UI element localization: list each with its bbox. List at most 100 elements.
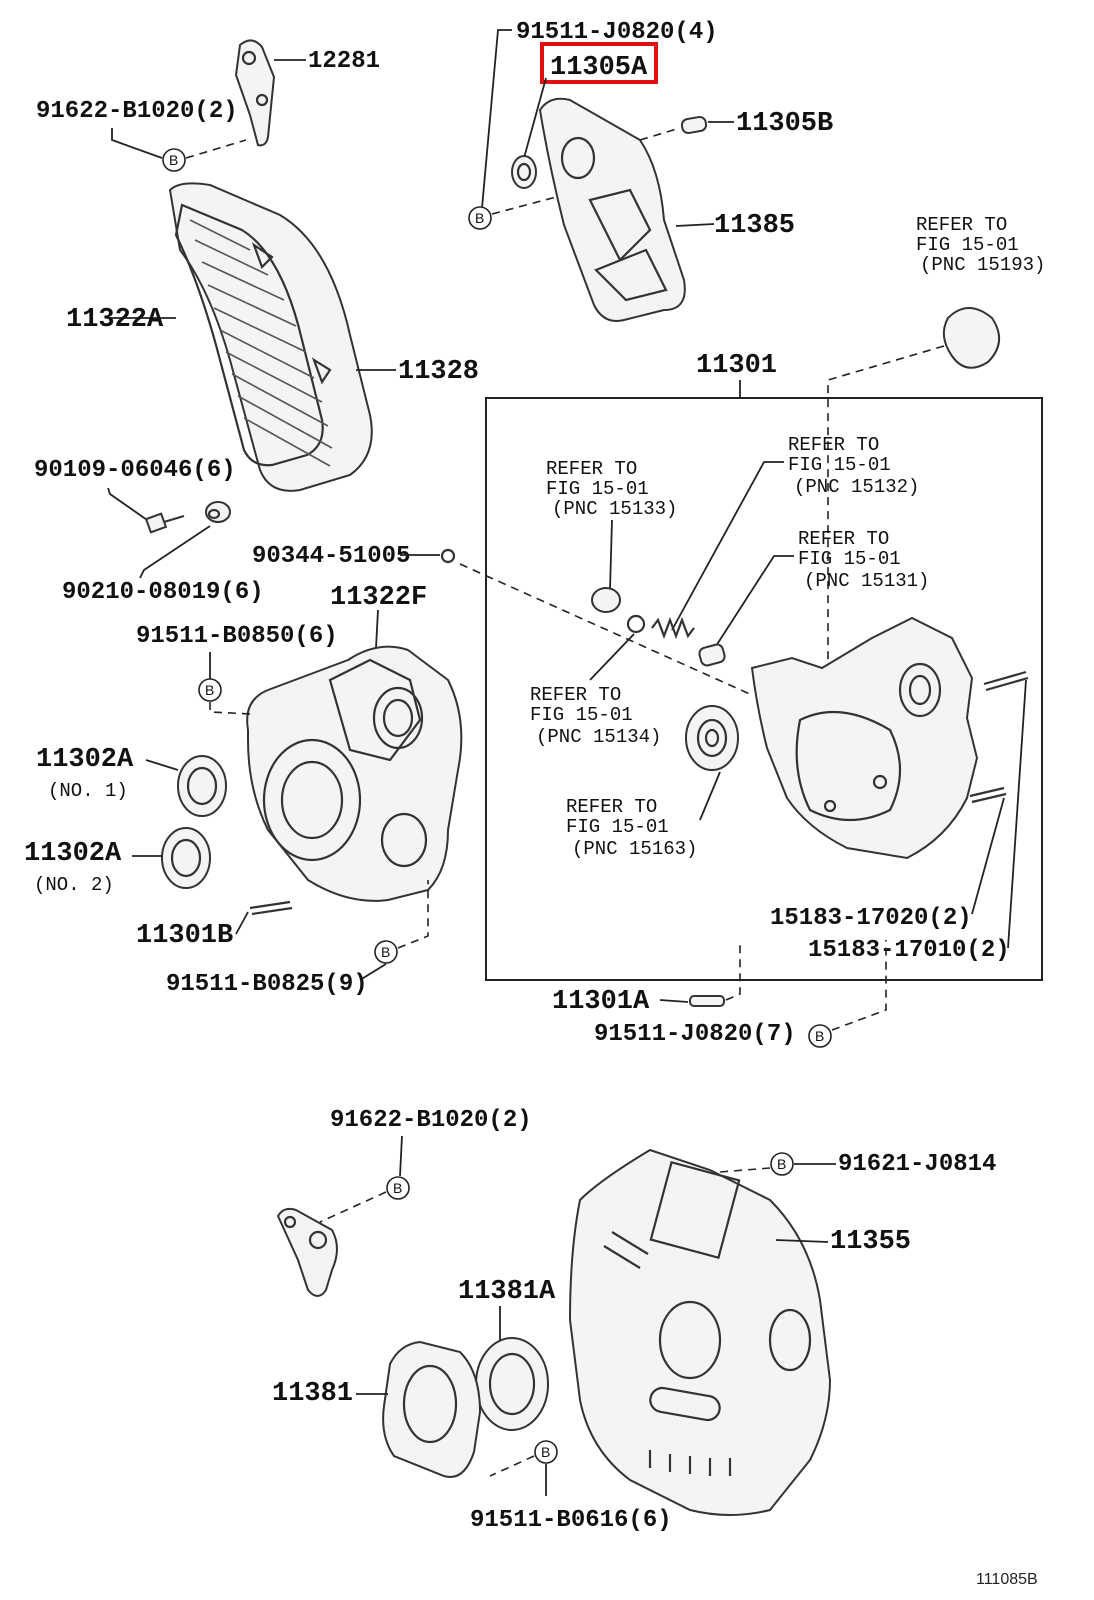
bracket-12281-drawing xyxy=(234,39,276,147)
svg-text:B: B xyxy=(475,210,484,226)
ref-15133-line2: FIG 15-01 xyxy=(546,478,649,500)
pin-11301a-drawing xyxy=(689,995,725,1007)
ref-15133-line1: REFER TO xyxy=(546,458,637,480)
ref-15132-line3: (PNC 15132) xyxy=(794,476,919,498)
label-11302a-1[interactable]: 11302A xyxy=(36,745,134,775)
ref-15193-line2: FIG 15-01 xyxy=(916,234,1019,256)
leader-15183-17010 xyxy=(1007,679,1027,949)
label-11302a-2-sub: (NO. 2) xyxy=(34,874,114,896)
oil-seal-no1-drawing xyxy=(177,755,227,817)
label-90344[interactable]: 90344-51005 xyxy=(252,543,410,570)
pin-11301b-drawing xyxy=(249,900,293,916)
label-11302a-1-sub: (NO. 1) xyxy=(48,780,128,802)
leader-15132 xyxy=(671,461,784,631)
leader-15163 xyxy=(699,771,721,821)
bolt-marker-b: B xyxy=(386,1176,410,1200)
cover-11385-drawing xyxy=(538,97,686,322)
retainer-11381-drawing xyxy=(382,1340,482,1478)
dash-91511-b0850 xyxy=(209,702,253,715)
label-91511-b0850[interactable]: 91511-B0850(6) xyxy=(136,623,338,650)
ref-15134-line2: FIG 15-01 xyxy=(530,704,633,726)
label-91622-b1020-bot[interactable]: 91622-B1020(2) xyxy=(330,1107,532,1134)
valve-15131-drawing xyxy=(698,643,726,667)
label-11381a[interactable]: 11381A xyxy=(458,1277,556,1307)
end-plate-11355-drawing xyxy=(568,1148,832,1516)
leader-15131 xyxy=(715,555,794,647)
dash-11305b xyxy=(639,127,681,141)
dash-91622-bot xyxy=(319,1191,387,1223)
ref-15131-line1: REFER TO xyxy=(798,528,889,550)
timing-cover-11322a-drawing xyxy=(168,182,373,492)
leader-91511-b0825 xyxy=(359,963,387,981)
leader-91622-bot xyxy=(399,1135,403,1177)
svg-text:B: B xyxy=(169,152,178,168)
plug-90344-drawing xyxy=(440,548,456,564)
label-11381[interactable]: 11381 xyxy=(272,1379,353,1409)
gasket-15193-drawing xyxy=(942,307,1000,369)
label-11305a[interactable]: 11305A xyxy=(550,53,648,83)
leader-11385 xyxy=(675,223,715,227)
label-11328[interactable]: 11328 xyxy=(398,357,479,387)
dash-11301a xyxy=(725,940,741,1001)
bolt-marker-b: B xyxy=(374,940,398,964)
ref-15131-line3: (PNC 15131) xyxy=(804,570,929,592)
dash-90344 xyxy=(459,563,753,696)
oil-seal-no2-drawing xyxy=(161,827,211,889)
leader-15183-17020 xyxy=(971,797,1005,915)
leader-15133 xyxy=(609,519,613,591)
label-91511-b0616[interactable]: 91511-B0616(6) xyxy=(470,1507,672,1534)
dash-91511-j0820-7 xyxy=(831,940,887,1031)
timing-case-11301-drawing xyxy=(750,616,979,860)
bolt-marker-b: B xyxy=(468,206,492,230)
ref-15163-line2: FIG 15-01 xyxy=(566,816,669,838)
label-91511-j0820-4[interactable]: 91511-J0820(4) xyxy=(516,19,718,46)
leader-91622-top xyxy=(111,128,163,159)
svg-text:B: B xyxy=(777,1156,786,1172)
washer-90210-drawing xyxy=(205,501,231,523)
label-11302a-2[interactable]: 11302A xyxy=(24,839,122,869)
bolt-marker-b: B xyxy=(534,1440,558,1464)
label-15183-17010[interactable]: 15183-17010(2) xyxy=(808,937,1010,964)
ref-15132-line2: FIG 15-01 xyxy=(788,454,891,476)
ref-15163-line1: REFER TO xyxy=(566,796,657,818)
bolt-marker-b: B xyxy=(198,678,222,702)
label-90210[interactable]: 90210-08019(6) xyxy=(62,579,264,606)
svg-text:B: B xyxy=(815,1028,824,1044)
ref-15134-line3: (PNC 15134) xyxy=(536,726,661,748)
plug-11305b-drawing xyxy=(680,115,708,135)
ref-15132-line1: REFER TO xyxy=(788,434,879,456)
label-11322a[interactable]: 11322A xyxy=(66,305,164,335)
label-11301a[interactable]: 11301A xyxy=(552,987,650,1017)
leader-11305a xyxy=(523,77,547,159)
label-12281[interactable]: 12281 xyxy=(308,48,380,75)
ref-15193-line3: (PNC 15193) xyxy=(920,254,1045,276)
label-91622-b1020-top[interactable]: 91622-B1020(2) xyxy=(36,98,238,125)
label-11301b[interactable]: 11301B xyxy=(136,921,233,951)
bolt-marker-b: B xyxy=(808,1024,832,1048)
leader-11301b xyxy=(235,911,249,935)
label-91511-b0825[interactable]: 91511-B0825(9) xyxy=(166,971,368,998)
label-90109[interactable]: 90109-06046(6) xyxy=(34,457,236,484)
dash-15193 xyxy=(827,345,945,660)
ref-15193-line1: REFER TO xyxy=(916,214,1007,236)
bolt-90109-drawing xyxy=(144,512,185,534)
washer-15134-drawing xyxy=(626,614,646,634)
label-11301[interactable]: 11301 xyxy=(696,351,777,381)
front-housing-11322f-drawing xyxy=(246,645,463,902)
svg-text:B: B xyxy=(205,682,214,698)
svg-text:B: B xyxy=(393,1180,402,1196)
dash-91511-j0820-4 xyxy=(491,195,561,215)
ref-15134-line1: REFER TO xyxy=(530,684,621,706)
leader-11322f xyxy=(375,609,379,649)
label-91621-j0814[interactable]: 91621-J0814 xyxy=(838,1151,996,1178)
label-11385[interactable]: 11385 xyxy=(714,211,795,241)
label-11322f[interactable]: 11322F xyxy=(330,583,427,613)
leader-11355 xyxy=(775,1239,829,1243)
label-91511-j0820-7[interactable]: 91511-J0820(7) xyxy=(594,1021,796,1048)
label-15183-17020[interactable]: 15183-17020(2) xyxy=(770,905,972,932)
leader-11302a-1 xyxy=(145,759,179,771)
plug-15133-drawing xyxy=(591,587,621,613)
label-11305b[interactable]: 11305B xyxy=(736,109,833,139)
label-11355[interactable]: 11355 xyxy=(830,1227,911,1257)
